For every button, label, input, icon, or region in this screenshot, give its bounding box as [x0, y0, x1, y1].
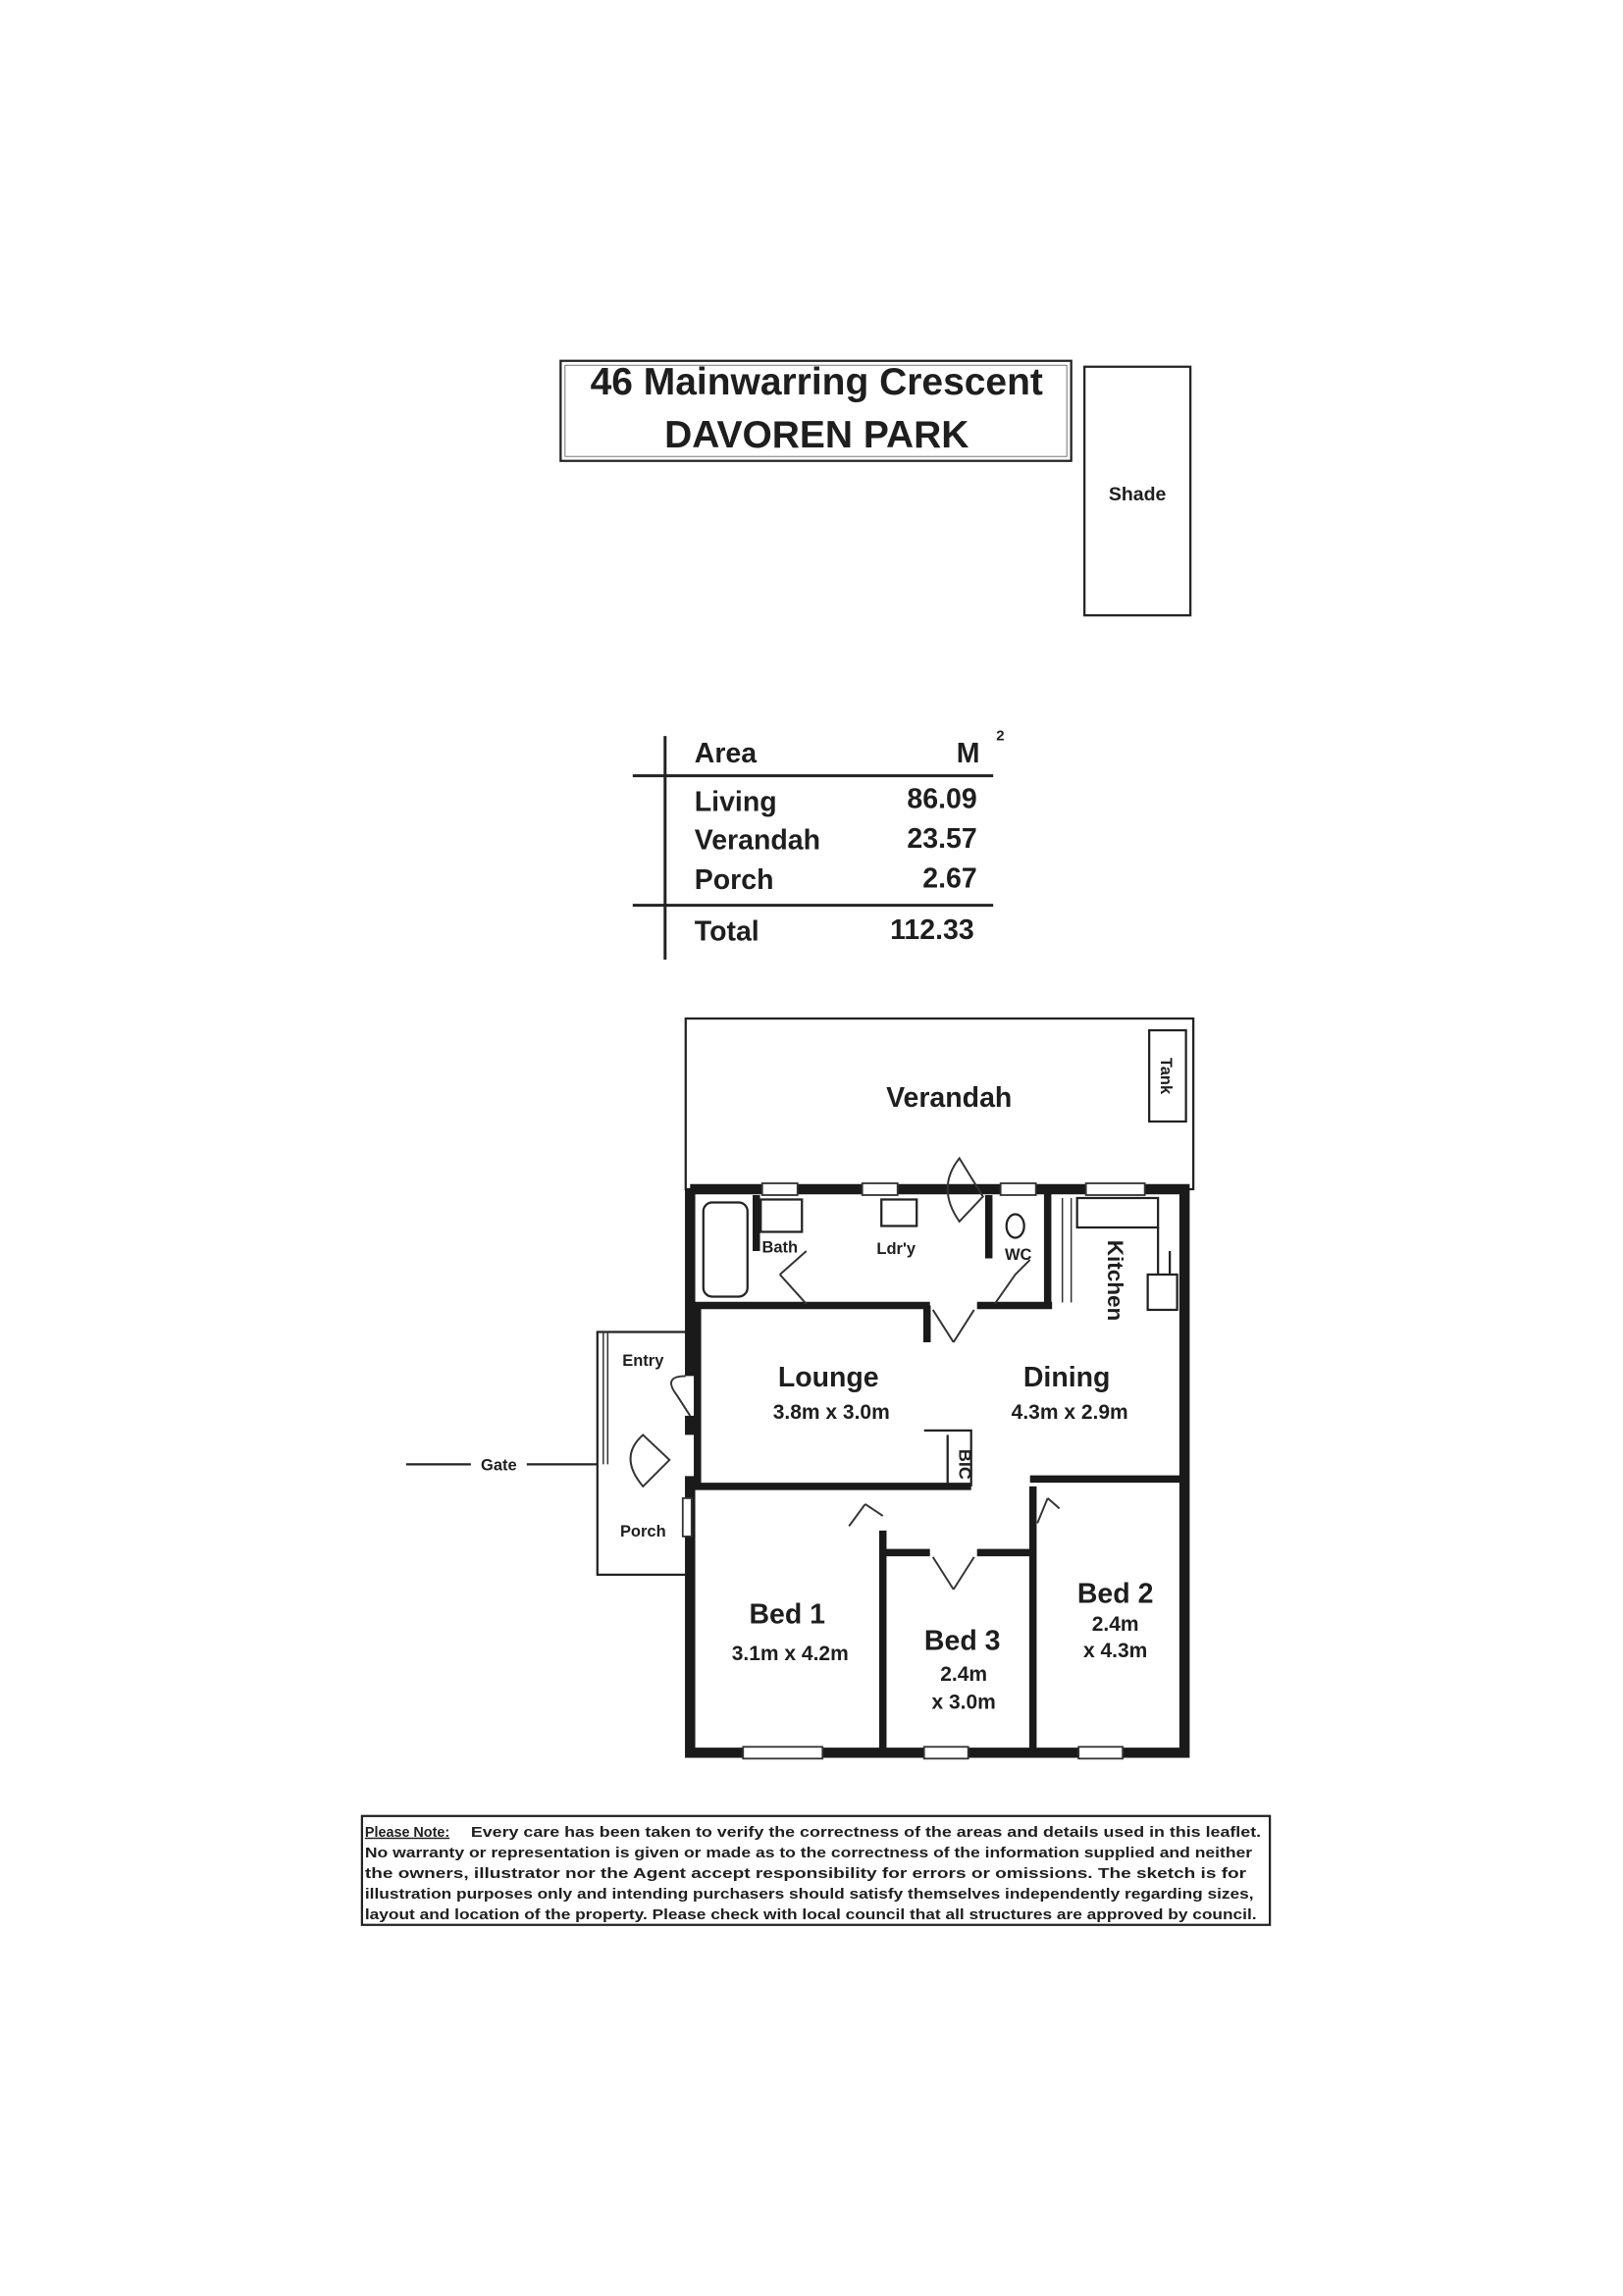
- verandah-label: Verandah: [886, 1082, 1012, 1114]
- disclaimer-line: the owners, illustrator nor the Agent ac…: [365, 1866, 1247, 1882]
- dining-label: Dining: [1023, 1362, 1111, 1393]
- row-value: 2.67: [922, 863, 976, 895]
- total-value: 112.33: [890, 914, 974, 946]
- shade-label: Shade: [1109, 484, 1167, 505]
- bed3-size-length: x 3.0m: [932, 1691, 996, 1713]
- lounge-label: Lounge: [778, 1362, 879, 1393]
- table-total-row: Total 112.33: [695, 914, 974, 947]
- title-suburb: DAVOREN PARK: [664, 414, 969, 456]
- table-row: Living 86.09: [695, 784, 977, 818]
- bath-label: Bath: [761, 1238, 798, 1256]
- tank: [1148, 1028, 1187, 1123]
- title-box: 46 Mainwarring Crescent DAVOREN PARK: [559, 359, 1073, 462]
- disclaimer-line: layout and location of the property. Ple…: [365, 1907, 1257, 1923]
- row-label: Living: [695, 787, 777, 818]
- row-value: 86.09: [907, 784, 976, 815]
- bed1-label: Bed 1: [749, 1598, 825, 1630]
- table-row: Verandah 23.57: [695, 823, 977, 856]
- dining-size: 4.3m x 2.9m: [1012, 1401, 1128, 1424]
- row-label: Verandah: [695, 825, 820, 857]
- bed2-size-width: 2.4m: [1092, 1613, 1139, 1636]
- bed3-label: Bed 3: [924, 1625, 1001, 1656]
- kitchen-label: Kitchen: [1103, 1240, 1127, 1321]
- disclaimer-line: Every care has been taken to verify the …: [471, 1825, 1261, 1841]
- tank-label: Tank: [1157, 1058, 1175, 1095]
- lounge-size: 3.8m x 3.0m: [773, 1401, 890, 1424]
- table-row: Porch 2.67: [695, 863, 977, 896]
- bed2-size-length: x 4.3m: [1083, 1640, 1147, 1662]
- area-unit: M: [957, 738, 980, 769]
- porch-label: Porch: [620, 1523, 666, 1540]
- disclaimer-line: illustration purposes only and intending…: [365, 1887, 1254, 1903]
- gate-label: Gate: [481, 1456, 517, 1474]
- bed1-size: 3.1m x 4.2m: [732, 1643, 849, 1665]
- row-value: 23.57: [907, 823, 976, 855]
- row-label: Porch: [695, 864, 774, 896]
- disclaimer-heading: Please Note:: [365, 1825, 449, 1841]
- laundry-label: Ldr'y: [876, 1240, 916, 1258]
- bed2-label: Bed 2: [1077, 1578, 1154, 1609]
- title-address: 46 Mainwarring Crescent: [591, 361, 1043, 403]
- area-unit-sup: 2: [996, 728, 1004, 745]
- disclaimer-box: Please Note: Every care has been taken t…: [360, 1814, 1272, 1926]
- bed3-size-width: 2.4m: [940, 1663, 987, 1686]
- shade-structure: Shade: [1083, 365, 1192, 617]
- wc-label: WC: [1005, 1246, 1032, 1264]
- entry-label: Entry: [622, 1352, 664, 1370]
- floor-plan: Tank Verandah Gate Entry Porch BIC: [405, 1017, 1195, 1760]
- bic-label: BIC: [956, 1449, 975, 1480]
- disclaimer-line: No warranty or representation is given o…: [365, 1846, 1253, 1861]
- area-header: Area: [695, 738, 758, 769]
- area-table: Area M 2 Living 86.09 Verandah 23.57 Por…: [632, 728, 1005, 961]
- total-label: Total: [695, 916, 759, 948]
